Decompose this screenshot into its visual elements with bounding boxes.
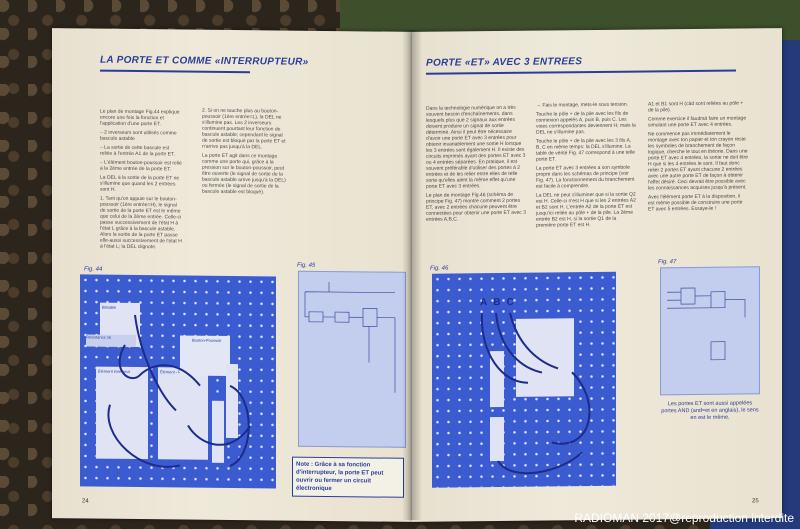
paragraph: Le plan de montage Fig.46 (schéma de pri… xyxy=(426,191,526,223)
paragraph: Comme exercice il faudrait faire un mont… xyxy=(648,115,747,129)
open-magazine: LA PORTE ET COMME «INTERRUPTEUR» Le plan… xyxy=(52,28,782,522)
paragraph: Le plan de montage Fig.44 explique encor… xyxy=(100,108,180,128)
right-col-2: → Fais le montage, mets-le sous tension.… xyxy=(536,102,636,232)
paragraph: A1 et B1 sont H (càd sont reliées au pôl… xyxy=(648,100,744,114)
paragraph: Ne commence pas immédiatement le montage… xyxy=(648,130,748,192)
right-col-1: Dans la technologie numérique on a très … xyxy=(426,105,526,226)
paragraph: La DEL à la sortie de la porte ET ne s'i… xyxy=(100,174,180,193)
right-col-3: A1 et B1 sont H (càd sont reliées au pôl… xyxy=(648,100,748,215)
paragraph: – 2 inverseurs sont utilisés comme bascu… xyxy=(100,129,177,142)
right-page: PORTE «ET» AVEC 3 ENTREES Dans la techno… xyxy=(412,28,782,522)
fig45-label: Fig. 45 xyxy=(297,262,316,269)
page-number-right: 25 xyxy=(752,498,759,505)
page-number-left: 24 xyxy=(82,498,89,505)
left-page-title: LA PORTE ET COMME «INTERRUPTEUR» xyxy=(100,54,309,68)
paragraph: 1. Tant qu'on appuie sur le bouton-pouss… xyxy=(100,195,182,251)
paragraph: 2. Si on ne touche plus au bouton-pousso… xyxy=(202,107,286,151)
fig47-caption: Les portes ET sont aussi appelées portes… xyxy=(661,400,759,422)
fig44-wires xyxy=(107,314,251,468)
paragraph: – La sortie de cette bascule est reliée … xyxy=(100,144,175,158)
paragraph: La porte ET agit dans ce montage comme u… xyxy=(202,152,286,196)
fig46-wires xyxy=(480,312,591,475)
title-rule xyxy=(426,69,736,75)
schematic-lines xyxy=(667,287,746,361)
fig45-schematic xyxy=(298,270,406,448)
left-col-1: Le plan de montage Fig.44 explique encor… xyxy=(100,109,182,254)
paragraph: Touche le pôle + de la pile avec les 3 f… xyxy=(536,137,635,163)
fig47-schematic xyxy=(660,266,760,396)
gutter-shadow xyxy=(402,30,422,520)
paragraph: Avec l'élément porte ET à la disposition… xyxy=(648,193,743,213)
left-page: LA PORTE ET COMME «INTERRUPTEUR» Le plan… xyxy=(52,28,412,522)
paragraph: → Fais le montage, mets-le sous tension. xyxy=(536,101,628,109)
title-rule xyxy=(100,69,250,74)
fig47-label: Fig. 47 xyxy=(658,259,677,266)
note-box: Note : Grâce à sa fonction d'interrupteu… xyxy=(292,456,404,498)
paragraph: La DEL ne peut s'illuminer que si la sor… xyxy=(536,191,636,229)
paragraph: Touche le pôle + de la pile avec les fil… xyxy=(536,110,636,136)
paragraph: – L'élément bouton-poussoir est relié à … xyxy=(100,159,182,173)
paragraph: La porte ET avec 3 entrées a son symbole… xyxy=(536,164,635,190)
left-col-2: 2. Si on ne touche plus au bouton-pousso… xyxy=(202,108,287,199)
right-page-title: PORTE «ET» AVEC 3 ENTREES xyxy=(426,56,583,69)
paragraph: Dans la technologie numérique on a très … xyxy=(426,104,526,190)
fig46-label: Fig. 46 xyxy=(430,265,449,272)
fig44-label: Fig. 44 xyxy=(84,266,103,273)
schematic-lines xyxy=(304,282,396,393)
watermark-text: RADIOMAN 2017@reproduction interdite xyxy=(574,511,794,525)
